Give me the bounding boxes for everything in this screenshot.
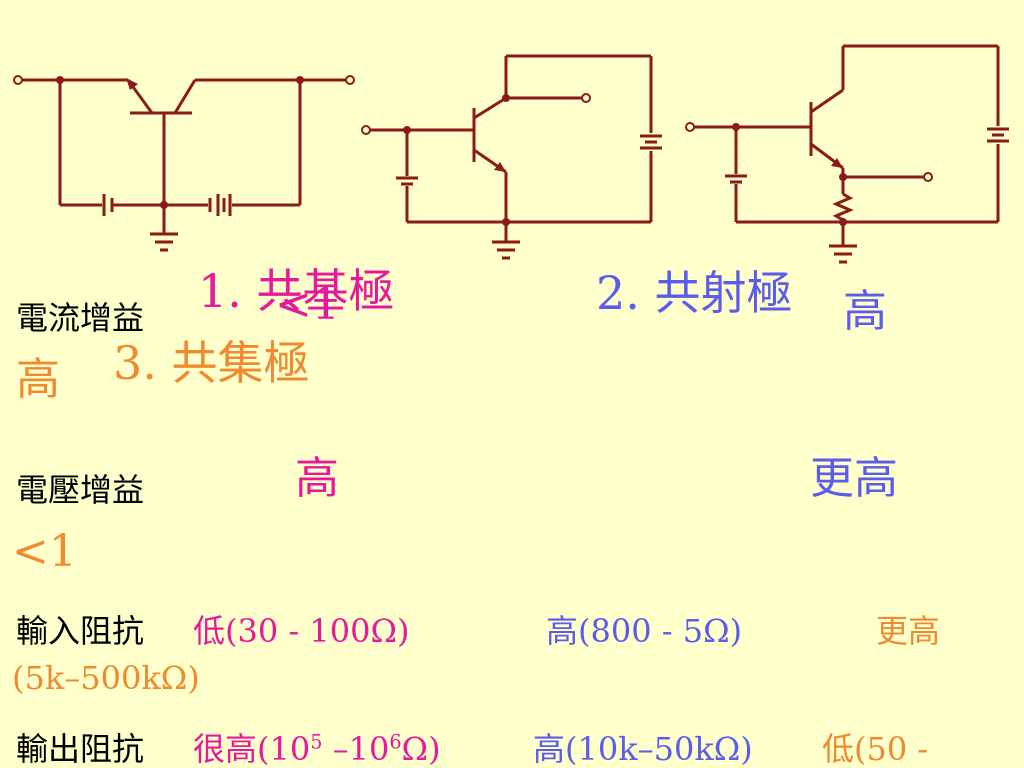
- voltage-gain-ce-value: 更高: [810, 453, 898, 504]
- current-gain-label: 電流增益: [16, 299, 145, 337]
- voltage-gain-cc-value: <1: [12, 526, 77, 577]
- input-impedance-ce-value: 高(800 - 5Ω): [546, 612, 743, 650]
- voltage-gain-label: 電壓增益: [16, 471, 145, 509]
- common-emitter-circuit: [361, 54, 662, 260]
- common-base-heading: 1. 共基極: [198, 264, 395, 318]
- output-impedance-ce-value: 高(10k–50kΩ): [533, 730, 753, 768]
- common-emitter-heading: 2. 共射極: [596, 266, 793, 320]
- input-impedance-cc-value-continued: (5k–500kΩ): [12, 659, 200, 697]
- input-impedance-cc-value: 更高: [876, 612, 941, 650]
- input-impedance-label: 輸入阻抗: [16, 612, 145, 650]
- current-gain-ce-value: 高: [843, 286, 887, 337]
- output-impedance-label: 輸出阻抗: [16, 730, 145, 768]
- common-base-circuit: [13, 75, 355, 252]
- output-impedance-cb-value: 很高(105 –106Ω): [193, 730, 441, 768]
- current-gain-cb-value: <1: [275, 279, 340, 330]
- common-collector-heading: 3. 共集極: [113, 336, 310, 390]
- current-gain-cc-value: 高: [16, 354, 60, 405]
- input-impedance-cb-value: 低(30 - 100Ω): [193, 612, 410, 650]
- voltage-gain-cb-value: 高: [295, 453, 339, 504]
- common-collector-circuit: [685, 44, 1009, 264]
- output-impedance-cc-value: 低(50 -: [822, 730, 929, 768]
